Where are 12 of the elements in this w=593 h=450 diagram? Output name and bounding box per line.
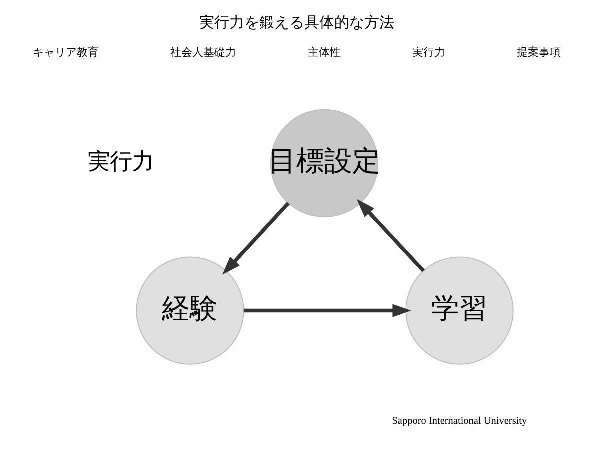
label: 社会人基礎力: [170, 46, 236, 59]
label: Sapporo International University: [392, 416, 527, 427]
node-circle: 学習: [405, 256, 514, 365]
label: 提案事項: [516, 46, 560, 59]
label: 実行力: [88, 149, 154, 176]
label: キャリア教育: [32, 46, 99, 59]
diagram-title: 実行力を鍛える具体的な方法: [199, 14, 394, 32]
label: 主体性: [308, 46, 341, 59]
arrow: [356, 199, 424, 272]
arrow: [243, 304, 411, 318]
label: 実行力: [412, 46, 445, 59]
arrow: [222, 202, 290, 275]
